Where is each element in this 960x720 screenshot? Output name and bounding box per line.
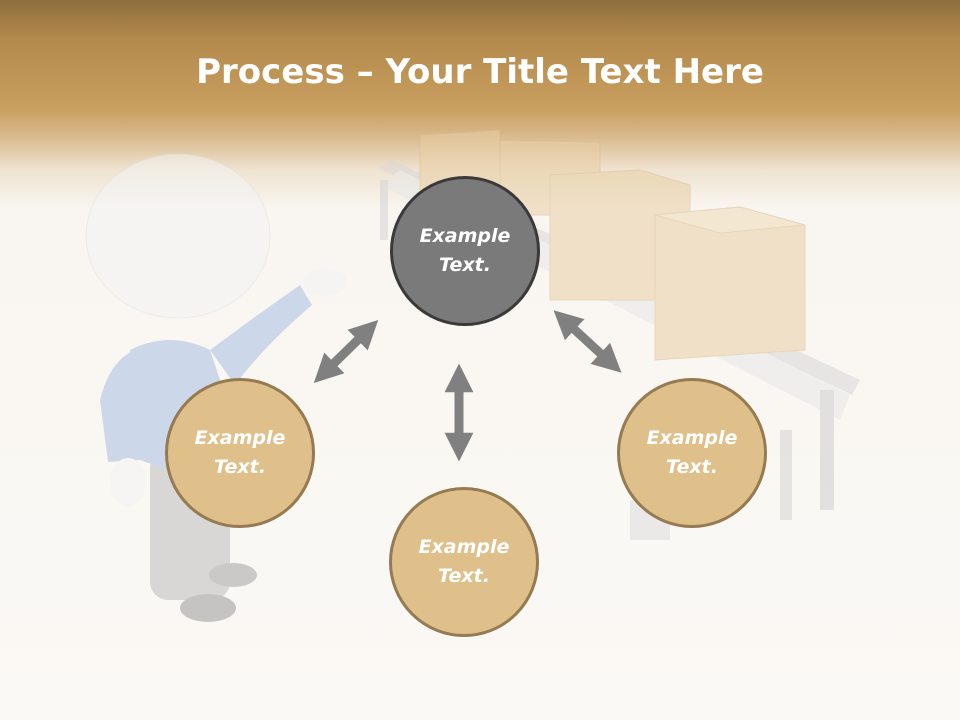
slide-title: Process – Your Title Text Here (0, 52, 960, 92)
title-rest: Your Title Text Here (385, 52, 764, 92)
node-text-line2: Text. (439, 254, 491, 276)
person-hand (110, 458, 146, 506)
person-shoe (209, 563, 257, 587)
person-head (85, 153, 271, 319)
person-arm (210, 285, 312, 385)
node-text-line2: Text. (666, 456, 718, 478)
title-strong: Process (196, 52, 345, 92)
person-arm (100, 350, 140, 462)
conveyor-leg (820, 390, 834, 510)
node-text-line2: Text. (214, 456, 266, 478)
node-text-line1: Example (194, 427, 286, 449)
process-node-right[interactable]: Example Text. (617, 378, 767, 528)
node-text-line1: Example (418, 536, 510, 558)
process-node-left[interactable]: Example Text. (165, 378, 315, 528)
person-hand (303, 268, 347, 296)
process-node-center[interactable]: Example Text. (390, 176, 540, 326)
title-dash: – (344, 52, 386, 92)
conveyor-leg (780, 430, 792, 520)
node-text-line2: Text. (438, 565, 490, 587)
node-text-line1: Example (419, 225, 511, 247)
arrow-right-diagonal (553, 310, 622, 373)
process-node-bottom[interactable]: Example Text. (389, 487, 539, 637)
node-text-line1: Example (646, 427, 738, 449)
arrow-left-diagonal (313, 319, 379, 384)
conveyor-leg (380, 180, 388, 240)
person-shoe (180, 594, 236, 622)
